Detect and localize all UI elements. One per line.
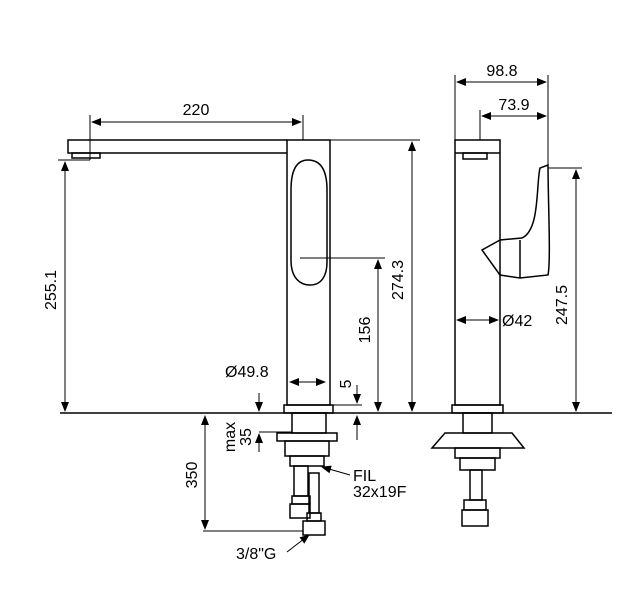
dim-max-thickness: 35 xyxy=(238,428,255,446)
dim-side-height: 247.5 xyxy=(554,285,571,325)
side-view-faucet xyxy=(430,139,551,527)
dim-base-offset: 5 xyxy=(338,379,355,388)
dim-body-diameter: Ø49.8 xyxy=(225,364,269,381)
dim-side-depth-handle: 73.9 xyxy=(498,97,529,114)
dim-side-depth-total: 98.8 xyxy=(486,63,517,80)
dim-max-label: max xyxy=(222,422,239,452)
label-connection: 3/8"G xyxy=(236,546,276,563)
front-view-faucet xyxy=(67,139,338,536)
dim-side-diameter: Ø42 xyxy=(502,313,532,330)
dim-spout-height: 255.1 xyxy=(43,270,60,310)
label-fil: FIL xyxy=(353,468,376,485)
dim-spout-reach: 220 xyxy=(183,102,210,119)
dim-lever-height: 156 xyxy=(357,317,374,344)
label-thread-size: 32x19F xyxy=(353,484,407,501)
dim-hose-length: 350 xyxy=(184,462,201,489)
dim-total-height: 274.3 xyxy=(390,260,407,300)
